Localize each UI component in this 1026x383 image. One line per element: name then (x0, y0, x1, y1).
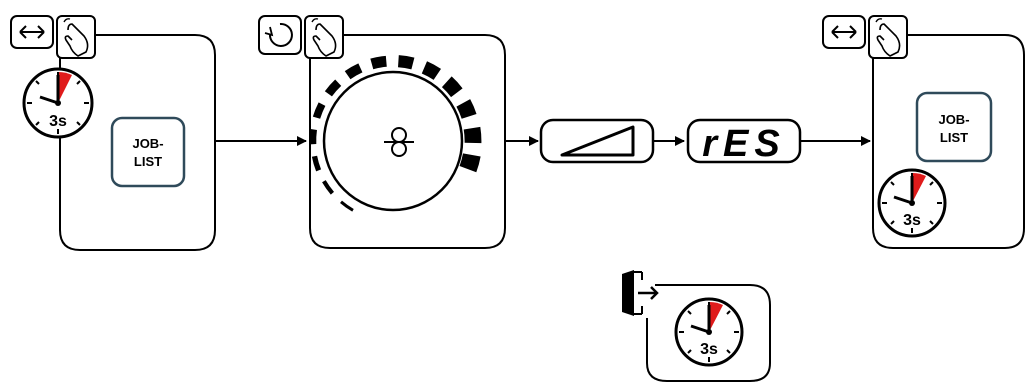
job-list-label-line1: JOB- (938, 112, 969, 127)
loop-symbol-icon (384, 127, 414, 157)
panel-rotary-select (309, 34, 506, 249)
double-arrow-icon (822, 15, 866, 49)
display-text: rES (702, 123, 785, 165)
ramp-triangle-icon (539, 118, 655, 164)
hand-press-icon (868, 15, 908, 59)
scale-segment (421, 61, 441, 81)
timer-label: 3s (903, 212, 921, 229)
stopwatch-icon: 3s (674, 297, 744, 367)
panel-exit (646, 284, 771, 382)
stopwatch-icon: 3s (22, 67, 94, 139)
job-list-badge: JOB- LIST (110, 116, 186, 188)
panel-press-toggle (59, 34, 216, 251)
timer-label: 3s (700, 341, 718, 358)
scale-segment (324, 79, 342, 97)
rotary-knob-icon (258, 15, 302, 55)
job-list-label-line2: LIST (940, 130, 968, 145)
scale-segment (370, 55, 387, 70)
timer-label: 3s (49, 113, 67, 130)
scale-segment (344, 63, 363, 80)
knob-scale-arc (309, 55, 482, 212)
scale-segment (456, 99, 477, 119)
scale-segment (312, 102, 326, 119)
job-list-badge: JOB- LIST (915, 91, 993, 163)
hand-press-icon (56, 15, 96, 59)
scale-segment (340, 200, 354, 212)
scale-segment (397, 55, 415, 70)
double-arrow-icon (10, 15, 54, 49)
scale-segment (459, 153, 481, 173)
hand-press-icon (304, 15, 344, 59)
scale-segment (463, 126, 482, 144)
segment-display: rES (686, 118, 802, 165)
scale-segment (441, 76, 463, 98)
stopwatch-icon: 3s (877, 168, 947, 238)
scale-segment (322, 180, 335, 195)
job-list-label-line1: JOB- (132, 136, 163, 151)
scale-segment (311, 155, 322, 172)
exit-door-icon (617, 270, 659, 318)
job-list-label-line2: LIST (134, 154, 162, 169)
scale-segment (309, 129, 317, 145)
panel-press-toggle-confirm (872, 34, 1025, 249)
